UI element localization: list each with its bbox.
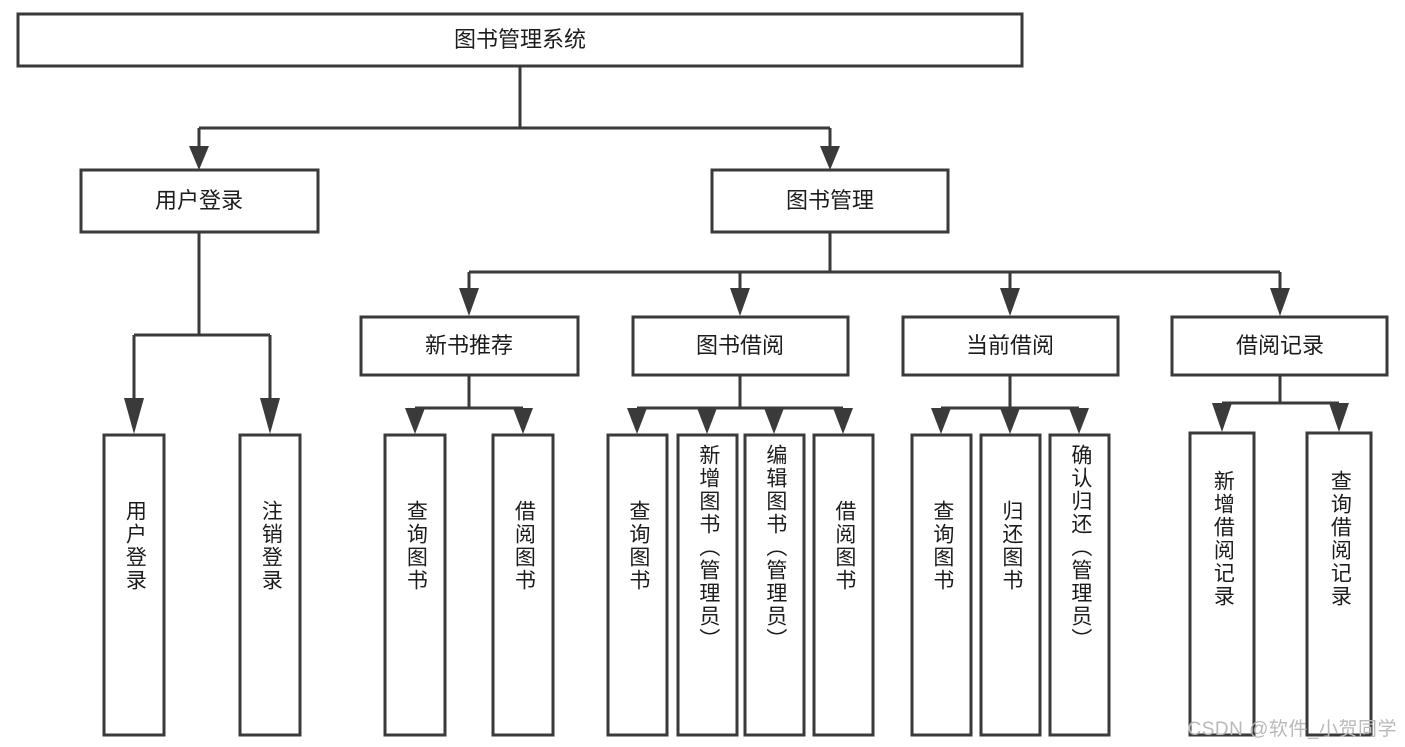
arrow-br-leaf2 — [1329, 403, 1349, 432]
node-current-borrow-box[interactable] — [901, 315, 1120, 377]
leaf-box-bb-query-book[interactable] — [606, 433, 669, 737]
leaf-box-user-login[interactable] — [102, 433, 166, 737]
leaf-box-cb-confirm-return[interactable] — [1048, 433, 1111, 737]
arrow-br-leaf1 — [1212, 403, 1232, 432]
node-book-borrow-label: 图书借阅 — [696, 333, 784, 358]
leaf-box-logout[interactable] — [238, 433, 302, 737]
node-new-book-recommend-box[interactable] — [359, 315, 580, 377]
node-root-box[interactable] — [16, 12, 1024, 68]
arrow-current-borrow — [1000, 288, 1020, 316]
arrow-bb-leaf1 — [627, 408, 647, 434]
node-borrow-record-label: 借阅记录 — [1236, 333, 1324, 358]
node-root-label: 图书管理系统 — [454, 27, 586, 52]
node-book-management-label: 图书管理 — [786, 188, 874, 213]
node-current-borrow[interactable]: 当前借阅 — [901, 315, 1120, 377]
arrow-bb-leaf2 — [697, 408, 717, 434]
connector-book-borrow-children — [627, 375, 853, 434]
leaf-box-nb-borrow-book[interactable] — [491, 433, 555, 737]
node-book-management-box[interactable] — [710, 168, 950, 234]
connector-user-login-children — [124, 232, 280, 434]
node-user-login-label: 用户登录 — [155, 188, 243, 213]
arrow-bb-leaf4 — [833, 408, 853, 434]
leaf-box-br-query-record[interactable] — [1305, 431, 1373, 737]
node-current-borrow-label: 当前借阅 — [966, 333, 1054, 358]
leaf-box-nb-query-book[interactable] — [383, 433, 447, 737]
watermark-text: CSDN @软件_小贺同学 — [1187, 719, 1397, 740]
arrow-nb-leaf1 — [405, 408, 425, 434]
leaf-box-bb-add-book[interactable] — [676, 433, 739, 737]
leaf-box-bb-borrow-book[interactable] — [812, 433, 875, 737]
arrow-leaf-logout — [260, 398, 280, 434]
node-borrow-record-box[interactable] — [1170, 315, 1389, 377]
node-borrow-record[interactable]: 借阅记录 — [1170, 315, 1389, 377]
arrow-leaf-user-login — [124, 398, 144, 434]
connector-current-borrow-children — [931, 375, 1089, 434]
arrow-nb-leaf2 — [513, 408, 533, 434]
leaf-box-cb-return-book[interactable] — [979, 433, 1042, 737]
node-new-book-recommend[interactable]: 新书推荐 — [359, 315, 580, 377]
leaf-box-br-add-record[interactable] — [1188, 431, 1256, 737]
arrow-new-book-recommend — [459, 288, 479, 316]
connector-new-book-children — [405, 375, 533, 434]
connector-book-mgmt-children — [459, 232, 1290, 316]
node-book-management[interactable]: 图书管理 — [710, 168, 950, 234]
node-book-borrow-box[interactable] — [631, 315, 850, 377]
arrow-book-mgmt — [820, 146, 840, 170]
node-user-login-box[interactable] — [79, 168, 320, 234]
arrow-cb-leaf1 — [931, 408, 951, 434]
arrow-cb-leaf2 — [1000, 408, 1020, 434]
arrow-cb-leaf3 — [1069, 408, 1089, 434]
arrow-book-borrow — [730, 288, 750, 316]
connector-borrow-record-children — [1212, 375, 1349, 432]
arrow-bb-leaf3 — [764, 408, 784, 434]
arrow-borrow-record — [1270, 288, 1290, 316]
node-root[interactable]: 图书管理系统 — [16, 12, 1024, 68]
node-book-borrow[interactable]: 图书借阅 — [631, 315, 850, 377]
arrow-user-login — [189, 146, 209, 170]
node-user-login[interactable]: 用户登录 — [79, 168, 320, 234]
leaf-box-bb-edit-book[interactable] — [743, 433, 806, 737]
leaf-box-cb-query-book[interactable] — [910, 433, 973, 737]
node-new-book-recommend-label: 新书推荐 — [425, 333, 513, 358]
